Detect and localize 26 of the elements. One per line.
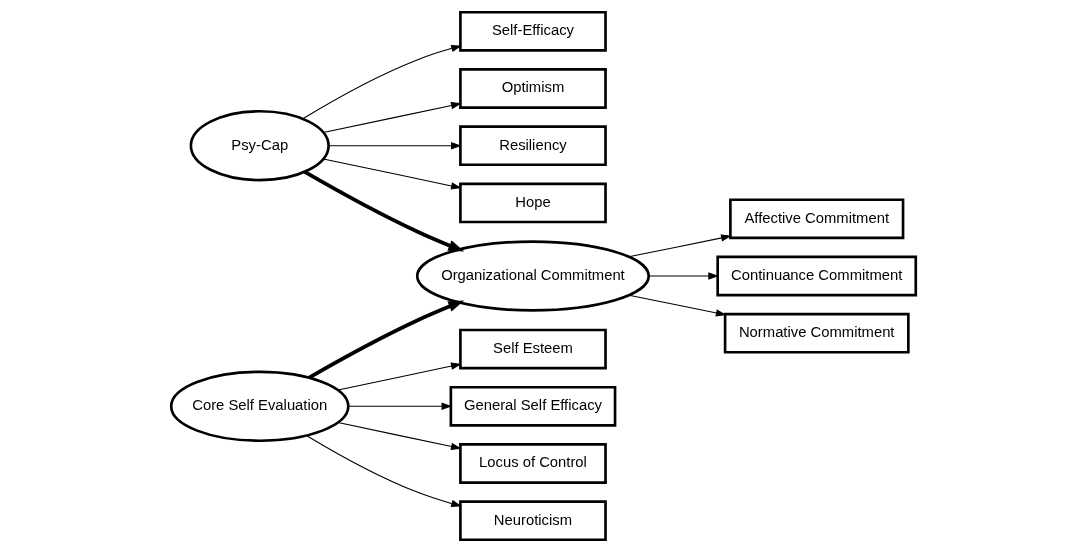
node-box: Locus of Control [459,443,607,484]
arrow [337,362,462,391]
arrow [308,300,465,380]
node-box: Affective Commitment [729,198,905,240]
arrow [648,272,719,280]
arrow [322,158,462,190]
arrow [328,142,462,150]
node-box: Continuance Commitment [716,255,918,297]
arrow [322,101,462,134]
node-box: Self-Efficacy [459,10,607,52]
arrow [628,294,727,317]
arrow [347,402,453,410]
node-ellipse: Core Self Evaluation [169,370,350,443]
node-box: General Self Efficacy [449,385,617,427]
node-box: Optimism [459,68,607,109]
arrow [306,435,462,508]
node-box: Self Esteem [459,328,607,370]
arrow [302,44,462,120]
arrow [303,170,465,252]
node-box: Neuroticism [459,500,607,542]
arrow [337,422,462,451]
node-box: Normative Commitment [723,312,910,354]
arrow [628,234,732,258]
node-box: Hope [459,182,607,224]
node-ellipse: Psy-Cap [189,109,330,182]
node-box: Resiliency [459,125,607,167]
